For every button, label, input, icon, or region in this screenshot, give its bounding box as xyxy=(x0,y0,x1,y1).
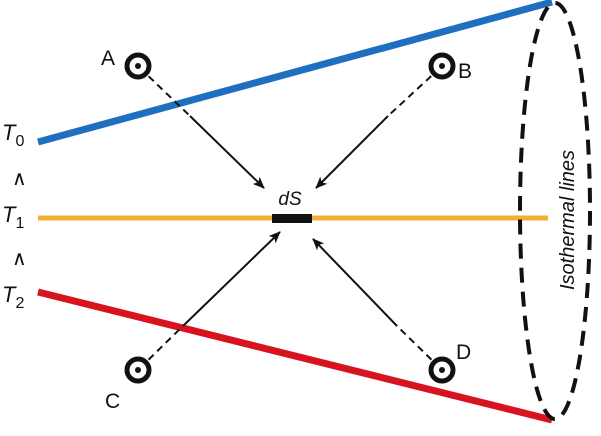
t1-label: T1 xyxy=(2,202,24,232)
point-a-marker xyxy=(124,52,152,80)
point-c-marker xyxy=(124,356,152,384)
point-b-marker xyxy=(428,52,456,80)
point-d-label: D xyxy=(456,341,471,364)
surface-element-label: dS xyxy=(278,189,302,210)
relation-t0-t1: ∧ xyxy=(12,168,27,190)
t2-subscript: 2 xyxy=(15,295,24,312)
isotherm-line-t0 xyxy=(37,0,553,146)
t1-subscript: 1 xyxy=(15,215,24,232)
t2-symbol: T xyxy=(2,282,17,307)
t0-label: T0 xyxy=(2,120,24,150)
isotherm-envelope-ellipse xyxy=(518,1,592,421)
isotherm-line-t2 xyxy=(37,288,553,424)
arrow-b-solid xyxy=(315,115,389,189)
point-d-marker xyxy=(428,356,456,384)
surface-element-bar xyxy=(272,214,312,223)
isothermal-lines-label: Isothermal lines xyxy=(557,150,579,290)
arrow-a-solid xyxy=(189,115,265,189)
point-b-label: B xyxy=(458,60,472,83)
t1-symbol: T xyxy=(2,202,17,227)
arrow-d-solid xyxy=(312,238,398,327)
t0-symbol: T xyxy=(2,120,17,145)
point-c-label: C xyxy=(105,390,120,413)
arrow-d-dashed xyxy=(396,325,441,369)
t2-label: T2 xyxy=(2,282,24,312)
arrow-c-dashed xyxy=(139,325,184,369)
arrow-c-solid xyxy=(182,231,281,327)
relation-t1-t2: ∧ xyxy=(12,248,27,270)
t0-subscript: 0 xyxy=(15,133,24,150)
point-a-label: A xyxy=(101,47,115,70)
